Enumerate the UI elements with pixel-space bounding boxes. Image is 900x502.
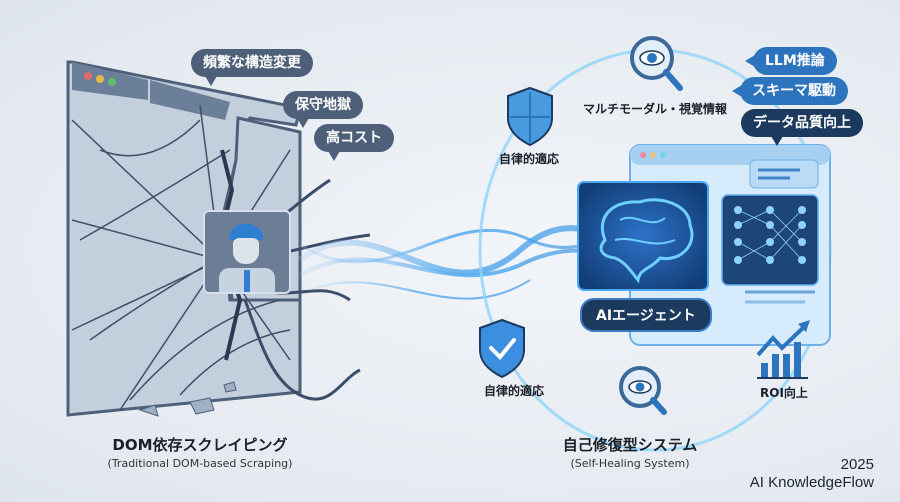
bubble-frequent-changes: 頻繁な構造変更 — [191, 49, 313, 86]
bubble-maintenance-hell: 保守地獄 — [283, 91, 363, 128]
right-section-title: 自己修復型システム (Self-Healing System) — [520, 434, 740, 470]
footer-year: 2025 — [840, 456, 874, 473]
bubble-data-quality: データ品質向上 — [741, 109, 863, 146]
brain-icon — [577, 181, 709, 291]
bubble-high-cost: 高コスト — [314, 124, 394, 161]
label-autonomous-bottom: 自律的適応 — [484, 384, 545, 398]
bubble-llm-inference: LLM推論 — [745, 47, 837, 75]
right-title-main: 自己修復型システム — [562, 436, 698, 454]
left-section-title: DOM依存スクレイピング (Traditional DOM-based Scra… — [60, 434, 340, 470]
neural-network-icon — [721, 194, 819, 286]
growth-chart-icon — [756, 320, 810, 379]
bubble-schema-driven: スキーマ駆動 — [732, 77, 848, 105]
right-title-sub: (Self-Healing System) — [570, 457, 690, 470]
footer-brand: AI KnowledgeFlow — [749, 474, 874, 491]
brand-footer: 2025 AI KnowledgeFlow — [750, 456, 874, 492]
label-roi: ROI向上 — [760, 386, 808, 400]
shield-check-icon — [479, 318, 525, 379]
left-title-sub: (Traditional DOM-based Scraping) — [107, 457, 293, 470]
left-title-main: DOM依存スクレイピング — [112, 436, 288, 454]
broken-browser-window — [66, 60, 302, 417]
stressed-engineer — [203, 210, 291, 294]
eye-magnifier-icon-bottom — [619, 366, 667, 415]
eye-magnifier-icon — [630, 36, 683, 91]
label-autonomous-top: 自律的適応 — [499, 152, 560, 166]
ai-agent-label: AIエージェント — [580, 298, 712, 332]
shield-icon — [507, 86, 553, 147]
label-multimodal: マルチモーダル・視覚情報 — [583, 102, 728, 116]
